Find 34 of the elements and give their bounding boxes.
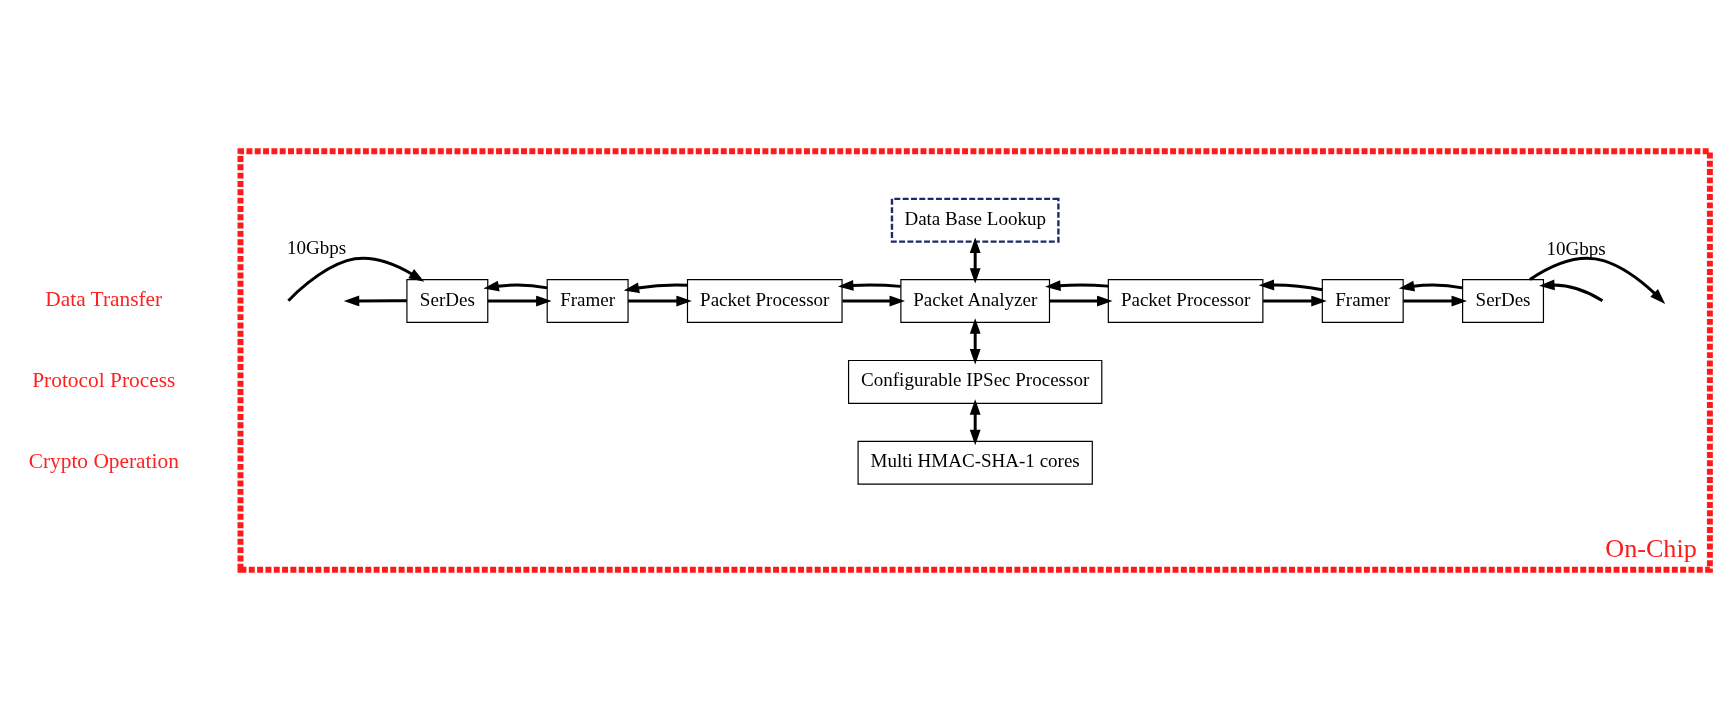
node-box: Packet Analyzer [899,278,1050,323]
label: Protocol Process [31,367,175,392]
arrow [969,237,981,284]
arrow [969,317,981,364]
arrow [487,295,552,306]
arrow [623,282,687,293]
edge-label: 10Gbps [1546,237,1606,259]
node-box: Packet Processor [686,278,843,323]
label: Data Transfer [44,286,162,311]
node-box: Packet Processor [1107,278,1263,323]
arrow [1262,295,1327,306]
arrow [1258,279,1323,291]
arrow [482,280,547,291]
arrow [837,279,901,291]
node-box: Data Base Lookup [890,197,1060,243]
arrow [627,295,692,306]
arrow [1402,295,1467,306]
node-box: SerDes [405,278,488,323]
node-box: Framer [1321,278,1404,323]
arrow [1528,256,1665,304]
edge-label: 10Gbps [286,236,346,258]
node-box: Multi HMAC-SHA-1 cores [857,440,1093,485]
node-box: Framer [546,278,629,323]
node-box: Configurable IPSec Processor [847,359,1102,404]
arrow [343,295,407,306]
arrow [969,398,981,445]
arrow [1044,279,1108,291]
label: Crypto Operation [28,448,179,473]
arrow [1538,279,1603,302]
arrow [1398,280,1463,291]
arrow [841,295,905,306]
arrow [286,256,424,302]
node-box: SerDes [1461,278,1544,323]
arrow [1049,295,1112,306]
